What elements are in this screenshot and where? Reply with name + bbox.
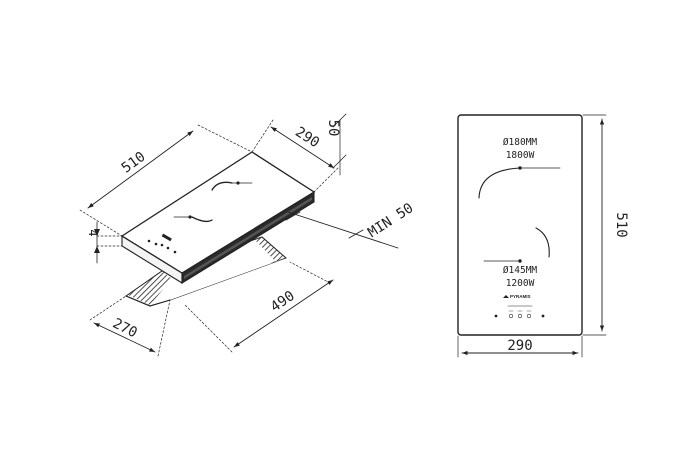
rear-zone-diameter: Ø180MM: [503, 137, 538, 148]
control-dot-left: [494, 314, 498, 318]
control-button-3: [526, 313, 532, 319]
iso-cooking-zones: [173, 181, 253, 223]
brand-logo: PYRAMIS: [503, 294, 531, 299]
dim-thickness-label: 4: [86, 229, 100, 236]
dim-height-label: 50: [325, 120, 341, 137]
control-panel: [494, 305, 545, 319]
top-view: Ø180MM 1800W Ø145MM 1200W PYRAMIS: [457, 114, 629, 358]
rear-cooking-zone: Ø180MM 1800W: [478, 137, 561, 199]
iso-control-panel: [147, 233, 177, 254]
dim-top-length-510: 510: [582, 114, 629, 336]
dim-top-width-label: 290: [507, 338, 532, 354]
dim-top-width-290: 290: [457, 335, 583, 358]
dim-top-length-label: 510: [613, 212, 629, 237]
dim-thickness-4: 4: [86, 221, 123, 264]
brand-name: PYRAMIS: [510, 294, 531, 299]
hob-top-outline: [457, 114, 583, 336]
dim-width-label: 290: [292, 124, 322, 151]
front-zone-diameter: Ø145MM: [503, 265, 538, 276]
dim-length-label: 510: [119, 149, 149, 177]
dim-cutout-length-label: 490: [268, 288, 298, 315]
control-button-1: [508, 313, 514, 319]
rear-zone-power: 1800W: [506, 150, 535, 161]
front-zone-center: [518, 259, 522, 263]
front-cooking-zone: Ø145MM 1200W: [483, 227, 550, 289]
front-zone-power: 1200W: [506, 278, 535, 289]
dim-height-50: 50: [325, 113, 347, 176]
pyramis-logo-icon: [503, 295, 509, 298]
isometric-view: 510 290 50 4 M: [79, 113, 416, 357]
control-dot-right: [541, 314, 545, 318]
dim-cutout-width-270: 270: [89, 295, 171, 357]
countertop-cutout: [124, 236, 287, 307]
control-button-2: [517, 313, 523, 319]
dim-clearance-label: MIN 50: [365, 200, 416, 241]
